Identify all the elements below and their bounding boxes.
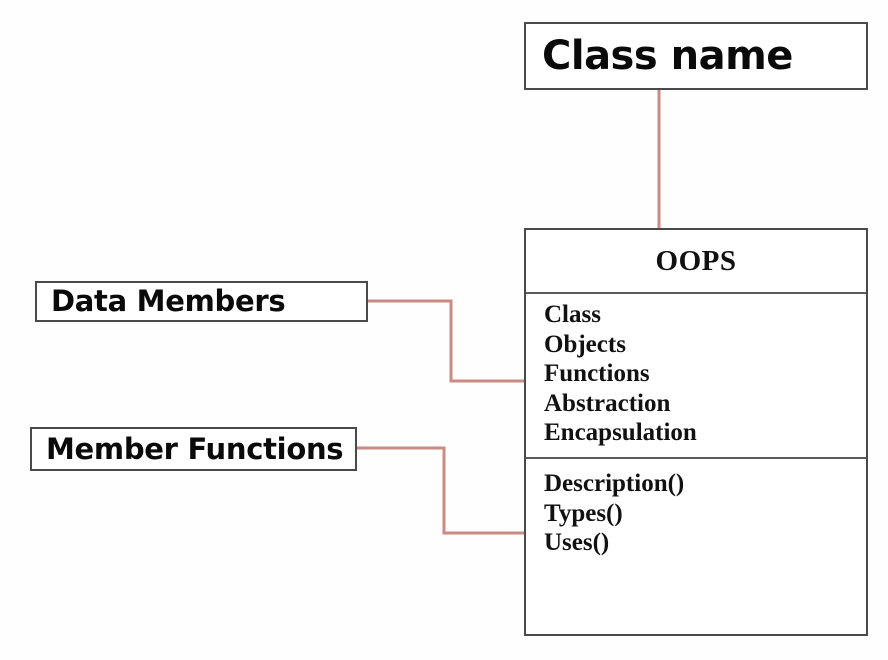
attribute-item: Functions xyxy=(544,360,650,387)
method-item: Types() xyxy=(544,499,623,527)
member-functions-label: Member Functions xyxy=(46,431,344,466)
uml-class-name-compartment: OOPS xyxy=(526,230,866,294)
uml-class-box: OOPS Class Objects Functions Abstraction… xyxy=(524,228,868,636)
attribute-item: Abstraction xyxy=(544,389,671,417)
data-members-label: Data Members xyxy=(51,284,286,318)
method-item: Uses() xyxy=(544,529,610,556)
data-members-annotation-box: Data Members xyxy=(35,281,368,322)
attribute-item: Class xyxy=(544,301,601,328)
connector-member-functions xyxy=(357,446,524,535)
connector-data-members xyxy=(368,299,524,383)
class-name-box: Class name xyxy=(524,22,868,90)
uml-class-name: OOPS xyxy=(655,244,737,277)
method-item: Description() xyxy=(544,470,685,497)
member-functions-annotation-box: Member Functions xyxy=(30,427,357,471)
uml-methods-compartment: Description() Types() Uses() xyxy=(526,459,866,634)
attribute-item: Objects xyxy=(544,330,626,358)
uml-attributes-compartment: Class Objects Functions Abstraction Enca… xyxy=(526,294,866,459)
attribute-item: Encapsulation xyxy=(544,419,697,446)
class-name-label: Class name xyxy=(542,33,793,79)
